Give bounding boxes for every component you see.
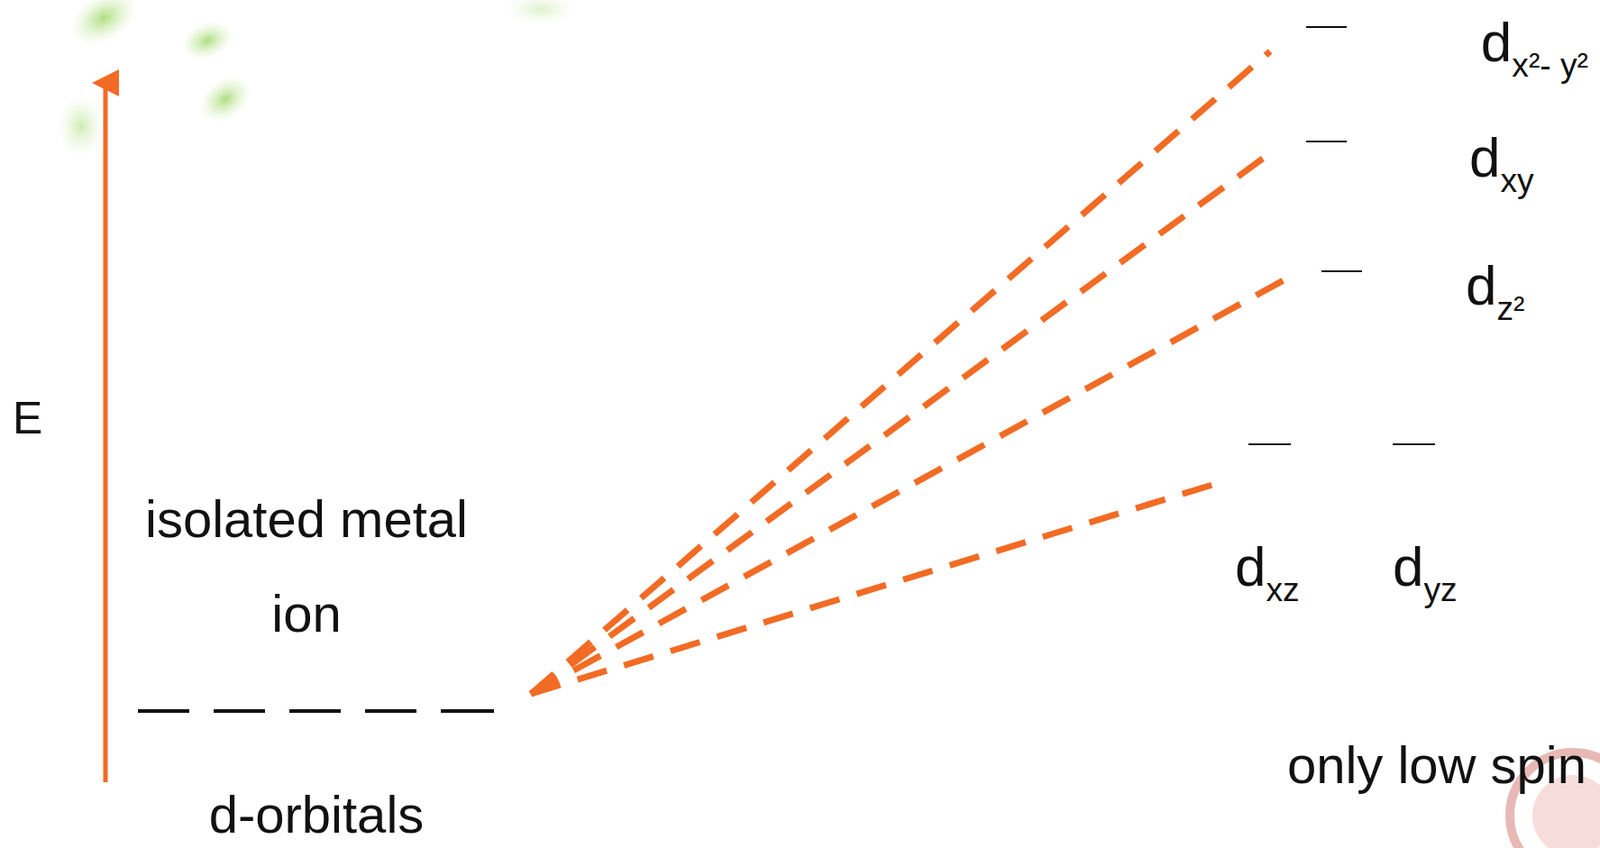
orbital-label: dx²- y² xyxy=(1481,9,1589,85)
orbital-subscript: z² xyxy=(1496,288,1525,327)
orbital-letter: d xyxy=(1469,126,1500,189)
orbital-subscript: yz xyxy=(1423,569,1457,608)
orbital-label: dyz xyxy=(1392,534,1458,610)
orbital-subscript: x²- y² xyxy=(1511,45,1589,83)
orbital-subscript: xz xyxy=(1265,569,1299,608)
ion-label: isolated metal ion xyxy=(139,471,474,661)
leaf-decoration xyxy=(57,0,577,157)
orbital-subscript: xy xyxy=(1499,160,1534,199)
split-levels xyxy=(1248,27,1436,445)
orbital-label: dz² xyxy=(1465,253,1525,329)
orbital-set-label: d-orbitals xyxy=(209,785,425,846)
orbital-letter: d xyxy=(1465,254,1497,317)
orbital-letter: d xyxy=(1481,10,1512,74)
orbital-label: dxy xyxy=(1469,125,1535,201)
correlation-lines xyxy=(530,51,1284,695)
degenerate-levels xyxy=(137,709,494,714)
spin-note: only low spin xyxy=(1287,735,1587,796)
orbital-label: dxz xyxy=(1234,534,1300,610)
orbital-letter: d xyxy=(1392,535,1424,598)
energy-axis-label: E xyxy=(12,393,43,446)
orbital-letter: d xyxy=(1234,535,1266,598)
energy-arrow xyxy=(103,82,109,783)
